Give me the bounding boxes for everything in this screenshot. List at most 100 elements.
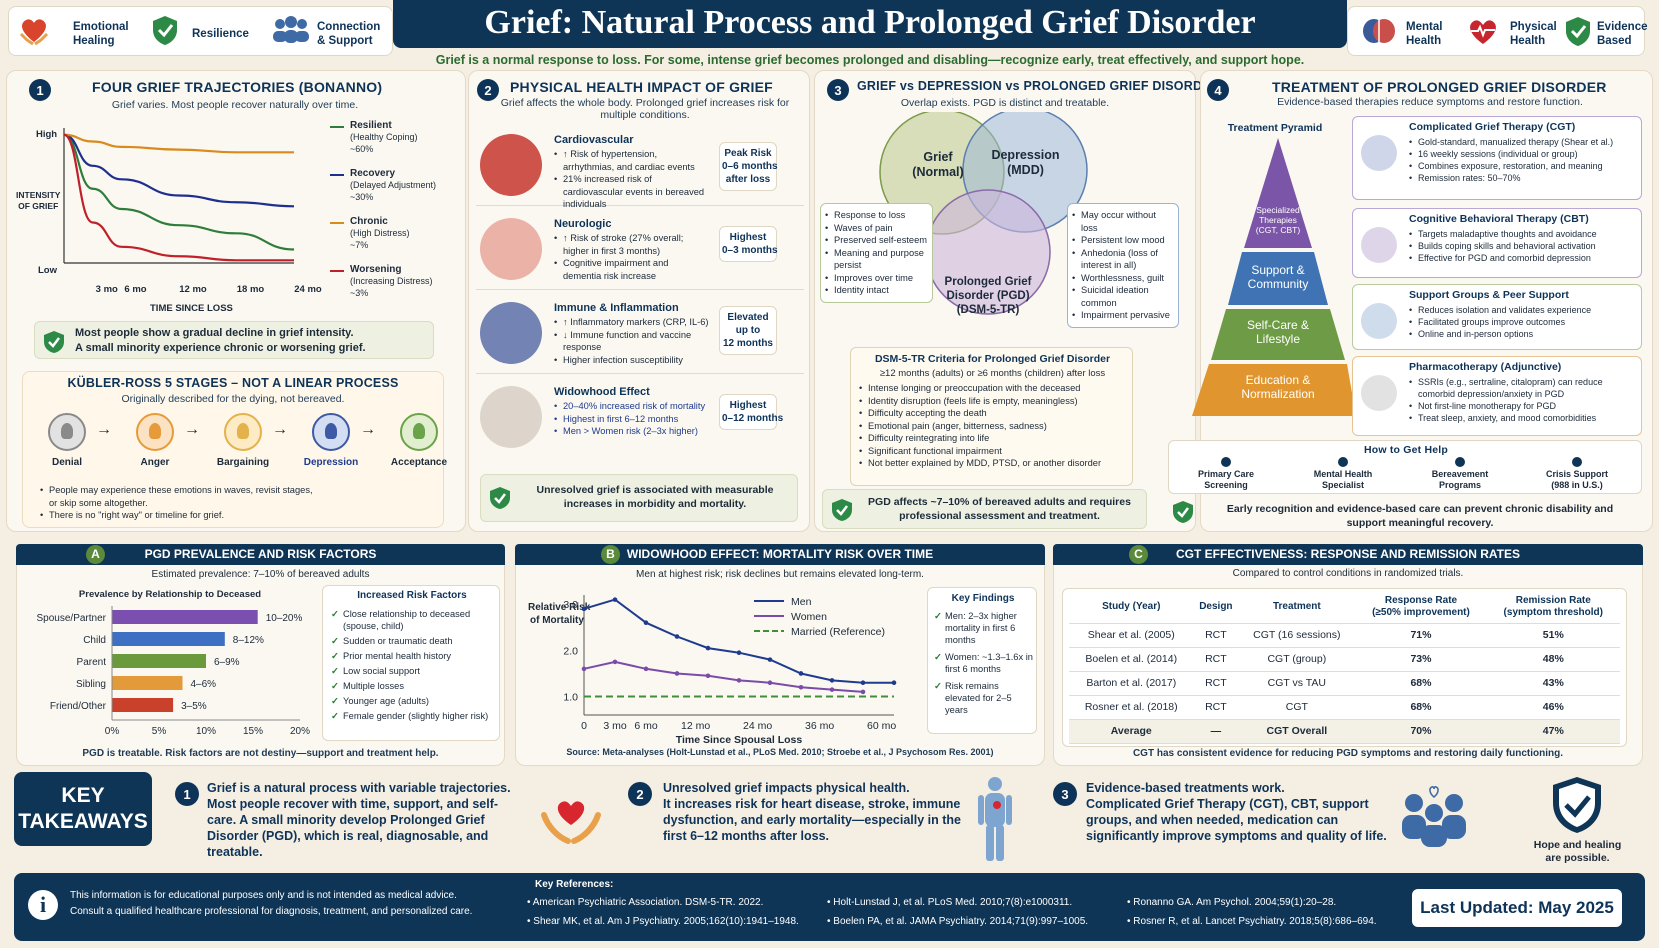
- list-item: Identity disruption (feels life is empty…: [859, 395, 1131, 408]
- takeaway-headline: Unresolved grief impacts physical health…: [663, 781, 910, 795]
- table-cell: CGT: [1238, 695, 1356, 720]
- phone-icon: [1572, 457, 1582, 467]
- treatment-bullet: SSRIs (e.g., sertraline, citalopram) can…: [1409, 376, 1637, 400]
- treatment-card-bullets: Reduces isolation and validates experien…: [1409, 304, 1637, 340]
- bar-x-tick: 20%: [290, 726, 310, 737]
- takeaway-number: 2: [628, 782, 652, 806]
- list-item: Difficulty reintegrating into life: [859, 432, 1131, 445]
- impact-row: Cardiovascular↑ Risk of hypertension, ar…: [476, 128, 804, 209]
- check-icon: ✓: [331, 651, 339, 661]
- list-item: Difficulty accepting the death: [859, 407, 1131, 420]
- kubler-ross-subtitle: Originally described for the dying, not …: [121, 393, 345, 405]
- section-subtitle: Evidence-based therapies reduce symptoms…: [1277, 96, 1583, 108]
- x-tick-label: 12 mo: [179, 284, 207, 295]
- legend-label: Married (Reference): [791, 626, 885, 638]
- legend-label: Women: [791, 611, 827, 623]
- data-point: [860, 689, 866, 695]
- table-cell: 68%: [1355, 671, 1487, 696]
- table-header: Study (Year): [1069, 591, 1194, 624]
- x-tick-label: 24 mo: [294, 284, 322, 295]
- stage-depression-icon: [312, 413, 350, 451]
- list-item: Intense longing or preoccupation with th…: [859, 382, 1131, 395]
- series-chronic: [63, 133, 294, 154]
- list-item: Not better explained by MDD, PTSD, or an…: [859, 457, 1131, 470]
- bar-parent: [112, 654, 206, 668]
- table-header: Treatment: [1238, 591, 1356, 624]
- risk-factor-text: Multiple losses: [343, 681, 404, 691]
- chart-source: Source: Meta-analyses (Holt-Lunstad et a…: [566, 747, 994, 757]
- panel-letter: B: [601, 545, 620, 564]
- takeaway-body: Complicated Grief Therapy (CGT), CBT, su…: [1086, 797, 1387, 843]
- reference-item: • Shear MK, et al. Am J Psychiatry. 2005…: [527, 916, 799, 927]
- grief-features-box: Response to lossWaves of painPreserved s…: [820, 203, 933, 303]
- table-cell: CGT (16 sessions): [1238, 623, 1356, 648]
- risk-factor-text: Younger age (adults): [343, 696, 429, 706]
- table-cell: 43%: [1486, 671, 1620, 696]
- stage-glyph: [149, 423, 161, 439]
- legend-item: Chronic(High Distress)~7%: [330, 216, 460, 260]
- stage-label: Denial: [51, 457, 82, 468]
- list-item: Anhedonia (loss of interest in all): [1072, 247, 1174, 272]
- treatment-bullet: Gold-standard, manualized therapy (Shear…: [1409, 136, 1637, 148]
- impact-title: Cardiovascular: [554, 134, 634, 146]
- section-title: GRIEF vs DEPRESSION vs PROLONGED GRIEF D…: [857, 79, 1220, 93]
- impact-bullet: Highest in first 6–12 months: [554, 413, 709, 426]
- key-finding-text: Risk remains elevated for 2–5 years: [945, 681, 1012, 715]
- header-left-icons: [8, 6, 393, 56]
- specialist-icon: [1338, 457, 1348, 467]
- support-group-icon: [1402, 786, 1466, 847]
- table-cell: RCT: [1193, 647, 1239, 672]
- trajectory-note: Most people show a gradual decline in gr…: [34, 321, 434, 359]
- check-icon: ✓: [331, 636, 339, 646]
- table-cell: 73%: [1355, 647, 1487, 672]
- connection-label: Connection & Support: [317, 21, 381, 47]
- treatment-card: Complicated Grief Therapy (CGT) Gold-stan…: [1352, 116, 1642, 200]
- key-finding: ✓Risk remains elevated for 2–5 years: [934, 680, 1036, 716]
- treatment-cards: Complicated Grief Therapy (CGT) Gold-stan…: [1352, 116, 1642, 436]
- takeaway-1: 1 Grief is a natural process with variab…: [175, 780, 525, 860]
- x-axis-label: TIME SINCE LOSS: [150, 303, 233, 314]
- treatment-bullet: Builds coping skills and behavioral acti…: [1409, 240, 1637, 252]
- check-icon: ✓: [934, 681, 942, 691]
- risk-factor: ✓Low social support: [331, 665, 499, 677]
- legend-pct: ~3%: [350, 288, 369, 298]
- x-tick: 60 mo: [867, 720, 896, 732]
- legend-item: Recovery(Delayed Adjustment)~30%: [330, 168, 460, 212]
- therapy-icon: [1361, 135, 1397, 171]
- impact-bullets: ↑ Inflammatory markers (CRP, IL-6)↓ Immu…: [554, 316, 709, 366]
- list-item: Meaning and purpose persist: [825, 247, 928, 272]
- legend-desc: (Delayed Adjustment): [350, 180, 437, 190]
- legend-name: Resilient: [350, 120, 392, 131]
- dsm-criteria-box: DSM-5-TR Criteria for Prolonged Grief Di…: [850, 347, 1133, 486]
- table-cell: Shear et al. (2005): [1069, 623, 1194, 648]
- brain-icon: [480, 218, 542, 280]
- x-tick: 3 mo: [603, 720, 627, 732]
- list-item: Waves of pain: [825, 222, 928, 235]
- table-cell: CGT vs TAU: [1238, 671, 1356, 696]
- shield-check-icon: [44, 331, 64, 353]
- shield-check-icon: [1553, 777, 1601, 833]
- mental-health-label: Mental Health: [1406, 21, 1443, 47]
- bar-spouse-partner: [112, 610, 258, 624]
- stage-glyph: [237, 423, 249, 439]
- table-cell: Barton et al. (2017): [1069, 671, 1194, 696]
- risk-factor: ✓Female gender (slightly higher risk): [331, 710, 499, 722]
- table-cell: Rosner et al. (2018): [1069, 695, 1194, 720]
- takeaway-number: 1: [175, 782, 199, 806]
- series-women: [583, 660, 864, 693]
- treatment-card-title: Complicated Grief Therapy (CGT): [1409, 121, 1576, 133]
- impact-bullet: 21% increased risk of cardiovascular eve…: [554, 173, 709, 211]
- table-cell: RCT: [1193, 695, 1239, 720]
- impact-row: Neurologic↑ Risk of stroke (27% overall;…: [476, 212, 804, 290]
- stage-label: Depression: [303, 457, 359, 468]
- x-tick-label: 6 mo: [124, 284, 147, 295]
- arrow-icon: →: [96, 421, 112, 438]
- shield-check-icon: [490, 487, 510, 509]
- help-title: How to Get Help: [1363, 444, 1449, 456]
- emotional-healing-label: Emotional Healing: [73, 21, 129, 47]
- pyramid-label: Education & Normalization: [1241, 373, 1315, 401]
